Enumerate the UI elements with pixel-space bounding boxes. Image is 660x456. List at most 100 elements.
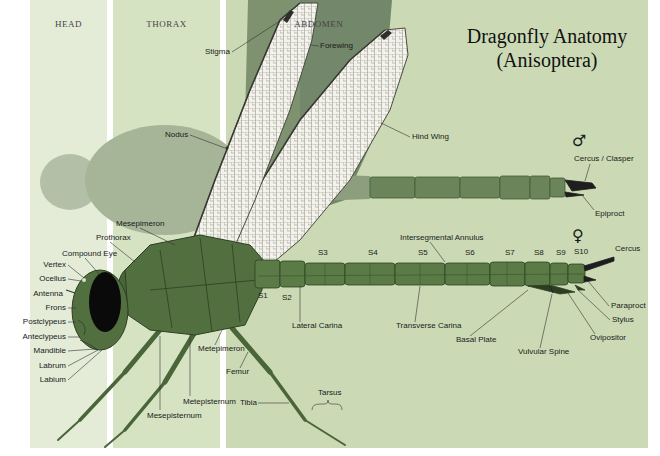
part-label: Ovipositor	[590, 334, 626, 342]
part-label: Prothorax	[96, 234, 131, 242]
part-label: Metepisternum	[183, 398, 236, 406]
male-abdomen	[370, 177, 415, 198]
leader-lines	[68, 308, 76, 309]
leader-lines	[578, 290, 610, 320]
part-label: Tarsus	[318, 389, 342, 397]
abdomen	[255, 260, 280, 288]
forewing	[225, 146, 228, 149]
male-abdomen	[460, 177, 500, 198]
head	[72, 270, 128, 350]
leader-lines	[588, 281, 609, 306]
part-label: Antenna	[33, 290, 63, 298]
part-label: S6	[465, 249, 475, 257]
region-heading: THORAX	[146, 20, 187, 29]
part-label: Vulvular Spine	[518, 348, 569, 356]
forewing	[185, 3, 300, 262]
leader-lines	[68, 337, 80, 338]
leader-lines	[470, 290, 528, 336]
legs	[58, 420, 80, 440]
leader-lines	[68, 350, 98, 366]
part-label: Postclypeus	[23, 318, 66, 326]
leader-lines	[68, 322, 76, 323]
abdomen	[280, 261, 305, 287]
part-label: Nodus	[165, 131, 188, 139]
part-label: Vertex	[43, 261, 66, 269]
leader-lines	[582, 195, 594, 210]
leader-lines	[68, 349, 95, 351]
head	[66, 290, 75, 293]
leader-lines	[232, 19, 283, 52]
forewing	[283, 10, 294, 23]
part-label: S7	[505, 249, 515, 257]
part-label: Forewing	[320, 42, 353, 50]
thorax	[150, 238, 258, 332]
legs	[125, 382, 165, 430]
region-heading: HEAD	[55, 20, 82, 29]
leader-lines	[430, 242, 445, 262]
part-label: Ocellus	[39, 275, 66, 283]
male-abdomen	[565, 192, 584, 197]
part-label: Intersegmental Annulus	[400, 234, 484, 242]
part-label: S5	[418, 249, 428, 257]
leader-lines	[568, 293, 595, 334]
sex-symbol: ♂	[572, 133, 586, 149]
forewing	[185, 3, 318, 262]
part-label: Tibia	[240, 399, 257, 407]
abdomen	[568, 264, 585, 283]
male-abdomen	[530, 176, 550, 199]
thorax	[125, 235, 265, 335]
abdomen	[575, 285, 585, 290]
part-label: Paraproct	[611, 302, 646, 310]
abdomen	[490, 262, 525, 286]
leader-lines	[240, 352, 248, 368]
part-label: S9	[556, 249, 566, 257]
head	[89, 272, 121, 332]
head	[78, 320, 98, 350]
part-label: Compound Eye	[62, 250, 117, 258]
part-label: Frons	[46, 304, 66, 312]
legs	[165, 332, 195, 382]
part-label: Anteclypeus	[22, 333, 66, 341]
part-label: S8	[534, 249, 544, 257]
part-label: Transverse Carina	[396, 322, 462, 330]
leader-lines	[68, 350, 102, 380]
leader-lines	[68, 279, 81, 281]
leader-lines	[68, 265, 84, 278]
legs	[305, 420, 345, 445]
part-label: S4	[368, 249, 378, 257]
part-label: Labium	[40, 376, 66, 384]
male-abdomen	[415, 177, 460, 198]
abdomen	[325, 262, 507, 286]
part-label: S10	[574, 248, 588, 256]
legs	[80, 372, 125, 420]
part-label: Hind Wing	[412, 133, 449, 141]
part-label: S2	[282, 294, 292, 302]
head	[82, 278, 86, 282]
part-label: Labrum	[39, 362, 66, 370]
leader-lines	[311, 45, 319, 46]
abdomen	[550, 286, 553, 293]
part-label: Metepimeron	[198, 345, 245, 353]
abdomen	[445, 263, 490, 285]
part-label: Stigma	[205, 48, 230, 56]
forewing	[185, 3, 318, 262]
leader-lines	[540, 294, 552, 348]
leader-lines	[190, 334, 191, 396]
leader-lines	[68, 19, 610, 410]
leader-lines	[300, 286, 301, 322]
thorax	[118, 235, 265, 335]
leader-lines	[415, 286, 420, 322]
male-abdomen	[500, 176, 530, 199]
male-abdomen	[565, 180, 596, 191]
part-label: Cercus	[615, 245, 640, 253]
part-label: S3	[318, 249, 328, 257]
abdomen	[584, 276, 596, 282]
abdomen	[528, 285, 575, 294]
sex-symbol: ♀	[572, 228, 584, 244]
region-heading: ABDOMEN	[294, 20, 343, 29]
abdomen	[584, 257, 614, 271]
part-label: Basal Plate	[456, 336, 496, 344]
leader-lines	[312, 400, 342, 410]
